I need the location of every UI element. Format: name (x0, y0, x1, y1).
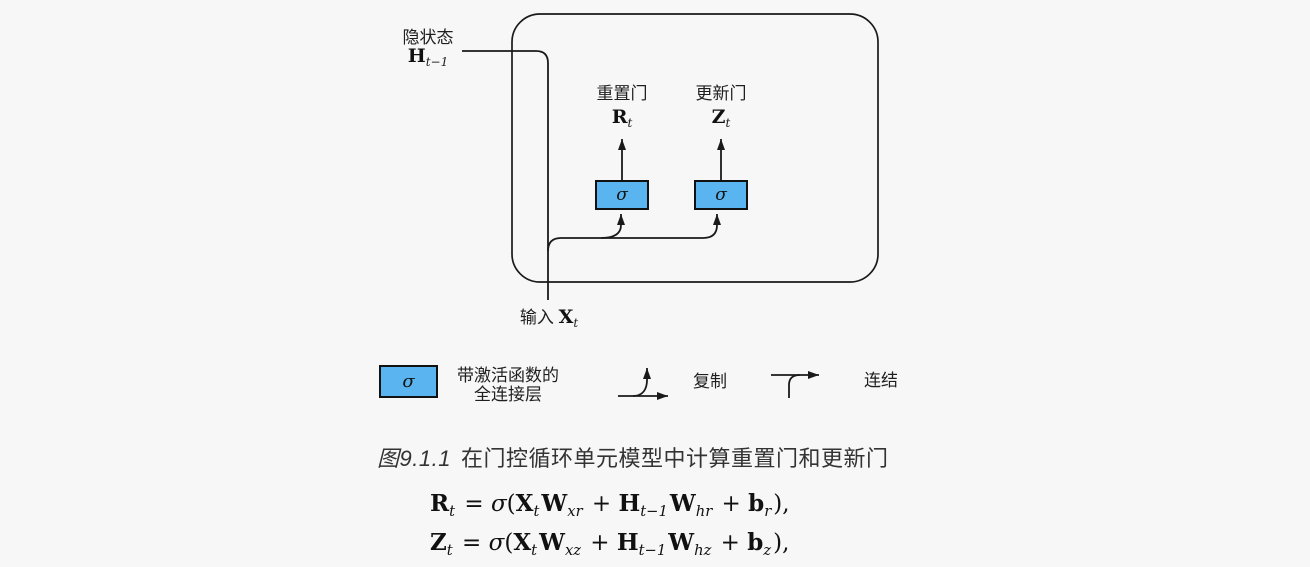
figure-caption-text: 在门控循环单元模型中计算重置门和更新门 (460, 446, 889, 471)
reset-gate-var: Rt (611, 106, 633, 131)
formula-block: Rt = σ(XtWxr + Ht−1Whr + br), Zt = σ(XtW… (430, 488, 790, 566)
concat-label: 连结 (864, 371, 898, 390)
reset-sigma-box: σ (595, 180, 649, 210)
legend-sigma-box: σ (379, 365, 438, 398)
input-text: 输入 (519, 308, 554, 327)
input-label: 输入 Xt (519, 306, 579, 331)
copy-label: 复制 (693, 372, 727, 391)
update-sigma-box: σ (694, 180, 748, 210)
copy-icon (618, 368, 668, 400)
hidden-state-var: Ht−1 (407, 45, 449, 70)
hidden-state-text: 隐状态 (402, 28, 454, 47)
update-gate-var: Zt (711, 106, 731, 131)
formula-line-update: Zt = σ(XtWxz + Ht−1Whz + bz), (430, 529, 790, 560)
hidden-state-label: 隐状态 Ht−1 (403, 28, 454, 72)
figure-caption: 图9.1.1 在门控循环单元模型中计算重置门和更新门 (377, 441, 888, 473)
concat-icon (771, 371, 819, 398)
figure-number: 图9.1.1 (377, 446, 451, 471)
gru-cell-box (511, 13, 879, 283)
gate-input-line (547, 214, 721, 252)
formula-line-reset: Rt = σ(XtWxr + Ht−1Whr + br), (430, 490, 790, 521)
update-gate-label: 更新门 (695, 84, 747, 103)
hidden-input-line (462, 50, 549, 300)
legend-fc-label: 带激活函数的 全连接层 (457, 366, 559, 404)
reset-gate-label: 重置门 (596, 84, 648, 103)
reset-branch-arrow (600, 214, 625, 239)
